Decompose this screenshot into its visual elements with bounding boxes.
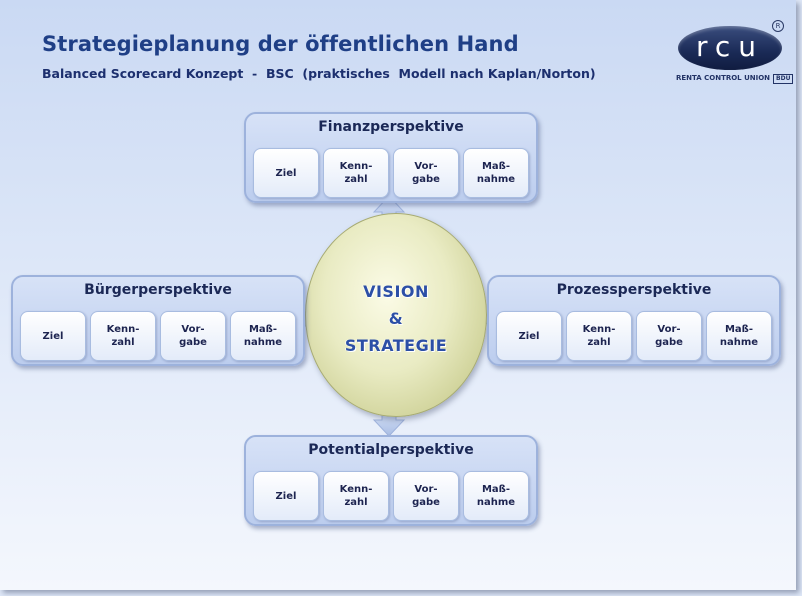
logo-badge: BDU bbox=[773, 74, 794, 84]
cell-measure: Maß- nahme bbox=[230, 311, 296, 361]
cell-metric: Kenn- zahl bbox=[323, 471, 389, 521]
panel-title: Bürgerperspektive bbox=[84, 282, 232, 298]
cell-measure: Maß- nahme bbox=[463, 471, 529, 521]
finance-perspective-panel: Finanzperspektive Ziel Kenn- zahl Vor- g… bbox=[244, 112, 538, 203]
ampersand-label: & bbox=[388, 309, 404, 328]
potential-perspective-panel: Potentialperspektive Ziel Kenn- zahl Vor… bbox=[244, 435, 538, 526]
registered-mark: R bbox=[772, 20, 784, 32]
cell-goal: Ziel bbox=[496, 311, 562, 361]
cell-goal: Ziel bbox=[253, 471, 319, 521]
cell-target: Vor- gabe bbox=[393, 148, 459, 198]
cell-metric: Kenn- zahl bbox=[90, 311, 156, 361]
citizen-perspective-panel: Bürgerperspektive Ziel Kenn- zahl Vor- g… bbox=[11, 275, 305, 366]
cell-target: Vor- gabe bbox=[393, 471, 459, 521]
strategy-label: STRATEGIE bbox=[344, 336, 448, 355]
cell-goal: Ziel bbox=[20, 311, 86, 361]
panel-title: Prozessperspektive bbox=[556, 282, 712, 298]
cell-metric: Kenn- zahl bbox=[566, 311, 632, 361]
vision-strategy-ellipse: VISION & STRATEGIE bbox=[305, 213, 487, 417]
logo-tagline-text: RENTA CONTROL UNION bbox=[676, 74, 771, 82]
logo-text: rcu bbox=[695, 30, 765, 63]
logo-oval bbox=[678, 26, 782, 70]
cell-goal: Ziel bbox=[253, 148, 319, 198]
process-perspective-panel: Prozessperspektive Ziel Kenn- zahl Vor- … bbox=[487, 275, 781, 366]
cell-measure: Maß- nahme bbox=[706, 311, 772, 361]
page-title: Strategieplanung der öffentlichen Hand bbox=[42, 32, 519, 56]
cell-measure: Maß- nahme bbox=[463, 148, 529, 198]
panel-title: Finanzperspektive bbox=[318, 119, 464, 135]
cell-target: Vor- gabe bbox=[160, 311, 226, 361]
panel-title: Potentialperspektive bbox=[308, 442, 474, 458]
page-subtitle: Balanced Scorecard Konzept - BSC (prakti… bbox=[42, 66, 596, 81]
cell-metric: Kenn- zahl bbox=[323, 148, 389, 198]
vision-label: VISION bbox=[363, 282, 429, 301]
cell-target: Vor- gabe bbox=[636, 311, 702, 361]
